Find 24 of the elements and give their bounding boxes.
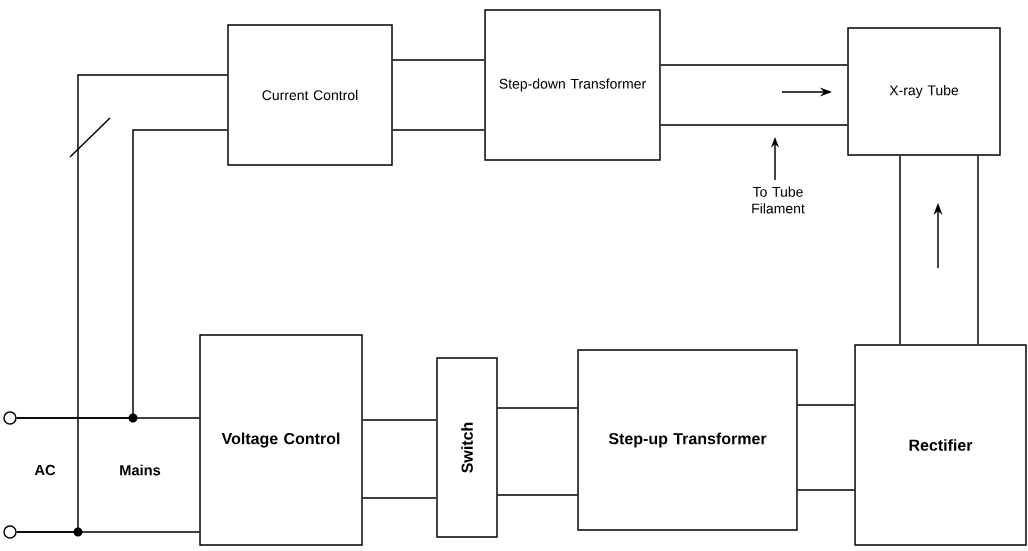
wire xyxy=(977,154,979,345)
wire xyxy=(659,64,848,66)
wire xyxy=(796,404,856,406)
label: AC xyxy=(34,464,56,476)
wire xyxy=(16,74,228,533)
label: Mains xyxy=(120,464,161,476)
wire xyxy=(392,59,486,61)
wire xyxy=(497,494,579,496)
block-box: Step-down Transformer xyxy=(484,9,661,161)
block-box: Voltage Control xyxy=(199,334,363,546)
wire xyxy=(362,419,437,421)
block-box: Current Control xyxy=(227,24,393,166)
block-box: X-ray Tube xyxy=(847,27,1001,156)
wire xyxy=(497,407,579,409)
wire xyxy=(796,489,856,491)
block-box: Step-up Transformer xyxy=(577,349,798,531)
block-box: Switch xyxy=(436,357,498,538)
wire xyxy=(392,129,486,131)
wire xyxy=(16,129,228,419)
wire xyxy=(899,154,901,345)
label: To Tube Filament xyxy=(752,186,805,214)
block-box: Rectifier xyxy=(854,344,1027,546)
wire xyxy=(362,497,437,499)
wire xyxy=(659,124,848,126)
